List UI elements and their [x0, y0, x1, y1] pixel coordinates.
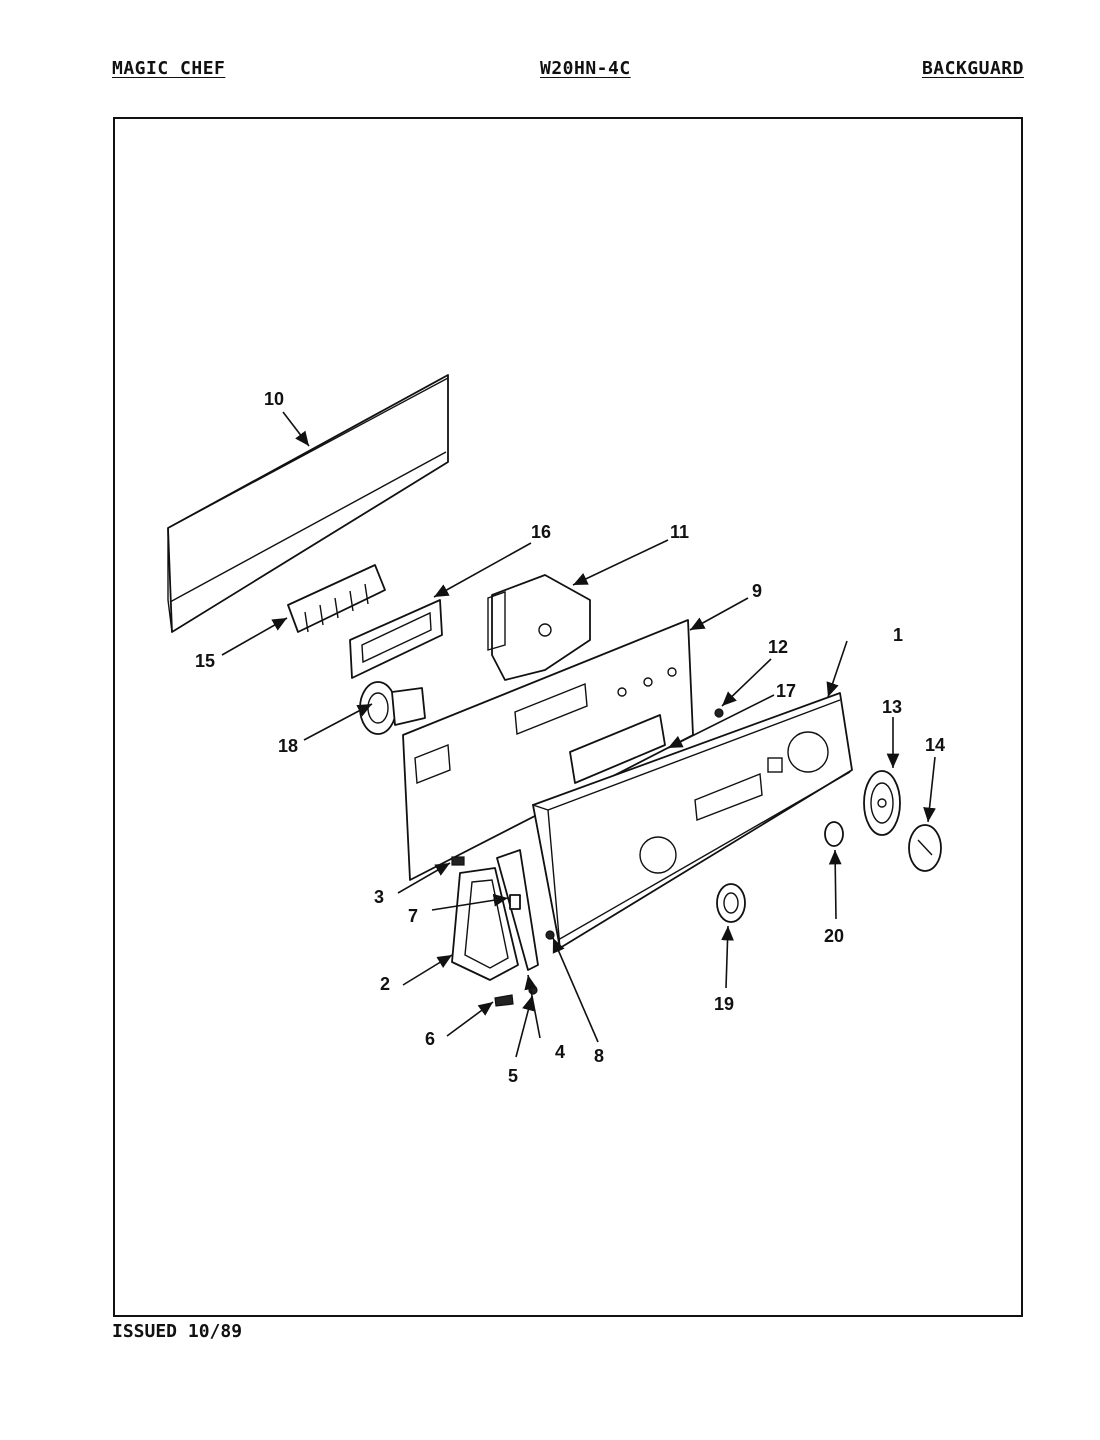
part-14-knob — [908, 824, 942, 872]
callout-14: 14 — [925, 735, 945, 755]
callout-19: 19 — [714, 994, 734, 1014]
callout-5: 5 — [508, 1066, 518, 1086]
diagram-frame — [113, 117, 1023, 1317]
part-10-rear-panel — [167, 374, 449, 633]
part-17-window — [569, 714, 666, 784]
callout-12: 12 — [768, 637, 788, 657]
section-title: BACKGUARD — [921, 58, 1024, 79]
issued-date: ISSUED 10/89 — [112, 1321, 243, 1342]
brand-title: MAGIC CHEF — [112, 58, 226, 79]
callout-4: 4 — [555, 1042, 565, 1062]
callout-1: 1 — [893, 625, 903, 645]
callout-2: 2 — [380, 974, 390, 994]
part-8-screw — [545, 930, 555, 940]
callout-6: 6 — [425, 1029, 435, 1049]
callout-8: 8 — [594, 1046, 604, 1066]
part-15-terminal-block — [287, 564, 386, 633]
part-19-knob — [716, 883, 746, 923]
callout-15: 15 — [195, 651, 215, 671]
part-16-bracket — [349, 599, 443, 679]
callout-3: 3 — [374, 887, 384, 907]
part-11-timer — [487, 574, 591, 681]
callout-10: 10 — [264, 389, 284, 409]
part-6-screw — [494, 994, 514, 1007]
part-12-screw — [714, 708, 724, 718]
part-1-backguard-console — [532, 692, 853, 949]
part-9-mounting-plate — [402, 619, 694, 881]
model-number: W20HN-4C — [540, 58, 631, 79]
part-7-clip — [509, 894, 521, 910]
callout-17: 17 — [776, 681, 796, 701]
callout-20: 20 — [824, 926, 844, 946]
part-20-knob — [824, 821, 844, 847]
callout-7: 7 — [408, 906, 418, 926]
callout-11: 11 — [670, 522, 689, 542]
part-4-side-trim — [496, 849, 539, 971]
part-3-clip — [451, 856, 465, 866]
callout-9: 9 — [752, 581, 762, 601]
callout-13: 13 — [882, 697, 902, 717]
part-13-dial — [863, 770, 901, 836]
callout-16: 16 — [531, 522, 551, 542]
part-18-switch — [359, 681, 426, 735]
callout-18: 18 — [278, 736, 298, 756]
